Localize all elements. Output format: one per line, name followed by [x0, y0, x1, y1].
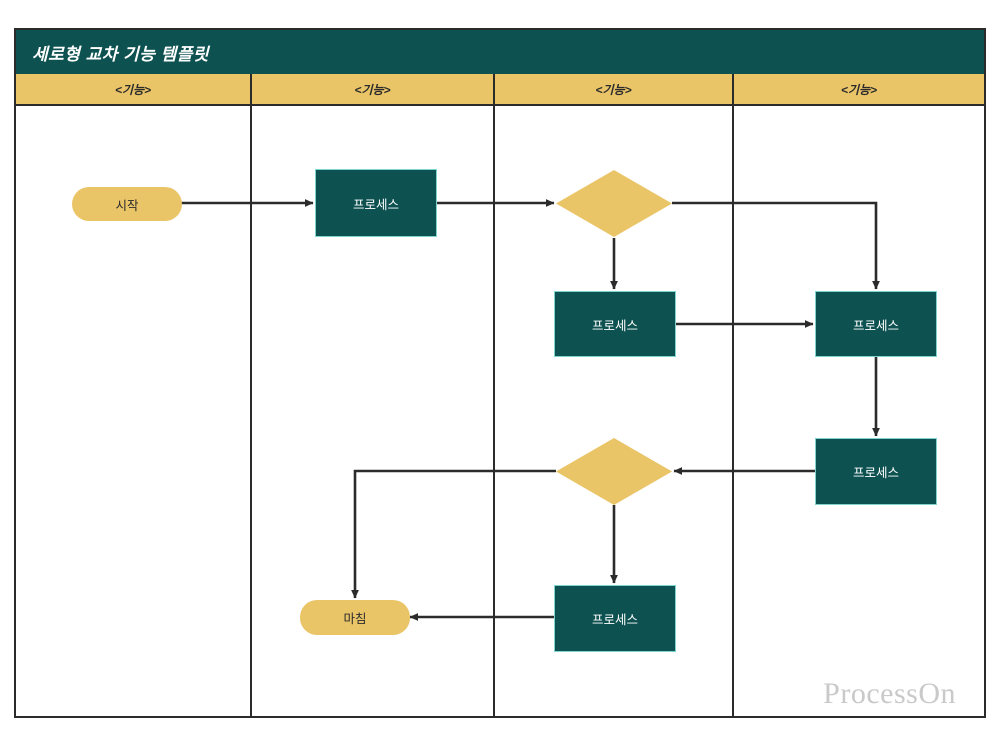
lane-header-row: <기능> <기능> <기능> <기능>: [16, 74, 984, 106]
diagram-title-bar: 세로형 교차 기능 템플릿: [16, 30, 984, 74]
lane-body-2[interactable]: [252, 106, 496, 716]
node-process-5[interactable]: 프로세스: [554, 585, 676, 652]
lane-header-3[interactable]: <기능>: [495, 74, 735, 104]
node-process-3-label: 프로세스: [852, 318, 899, 333]
lane-header-1[interactable]: <기능>: [16, 74, 253, 104]
lane-body-3[interactable]: [495, 106, 735, 716]
decision-diamond-icon: [556, 438, 672, 505]
node-end-label: 마침: [343, 612, 367, 626]
lane-header-4[interactable]: <기능>: [734, 74, 984, 104]
decision-diamond-icon: [556, 170, 672, 237]
lane-header-2[interactable]: <기능>: [252, 74, 496, 104]
diagram-title: 세로형 교차 기능 템플릿: [32, 44, 210, 64]
lane-body-4[interactable]: [734, 106, 984, 716]
lane-header-label-4: <기능>: [840, 82, 878, 97]
node-process-2-label: 프로세스: [591, 318, 638, 333]
node-start-label: 시작: [115, 198, 139, 213]
node-start[interactable]: 시작: [72, 187, 182, 221]
lane-body-row: [16, 106, 984, 716]
node-process-5-label: 프로세스: [591, 613, 638, 627]
lane-header-label-3: <기능>: [595, 82, 632, 97]
processon-watermark: ProcessOn: [823, 677, 956, 710]
node-decision-1[interactable]: [556, 170, 672, 237]
node-process-4[interactable]: 프로세스: [815, 438, 937, 505]
node-process-2[interactable]: 프로세스: [554, 291, 676, 357]
lane-header-label-1: <기능>: [114, 82, 152, 97]
node-process-4-label: 프로세스: [852, 466, 899, 480]
node-end[interactable]: 마침: [300, 600, 410, 635]
node-process-3[interactable]: 프로세스: [815, 291, 937, 357]
lane-header-label-2: <기능>: [354, 82, 391, 97]
node-decision-2[interactable]: [556, 438, 672, 505]
lane-body-1[interactable]: [16, 106, 253, 716]
node-process-1[interactable]: 프로세스: [315, 169, 437, 237]
node-process-1-label: 프로세스: [352, 197, 399, 212]
cross-functional-diagram-frame: 세로형 교차 기능 템플릿 <기능> <기능> <기능> <기능>: [14, 28, 986, 718]
